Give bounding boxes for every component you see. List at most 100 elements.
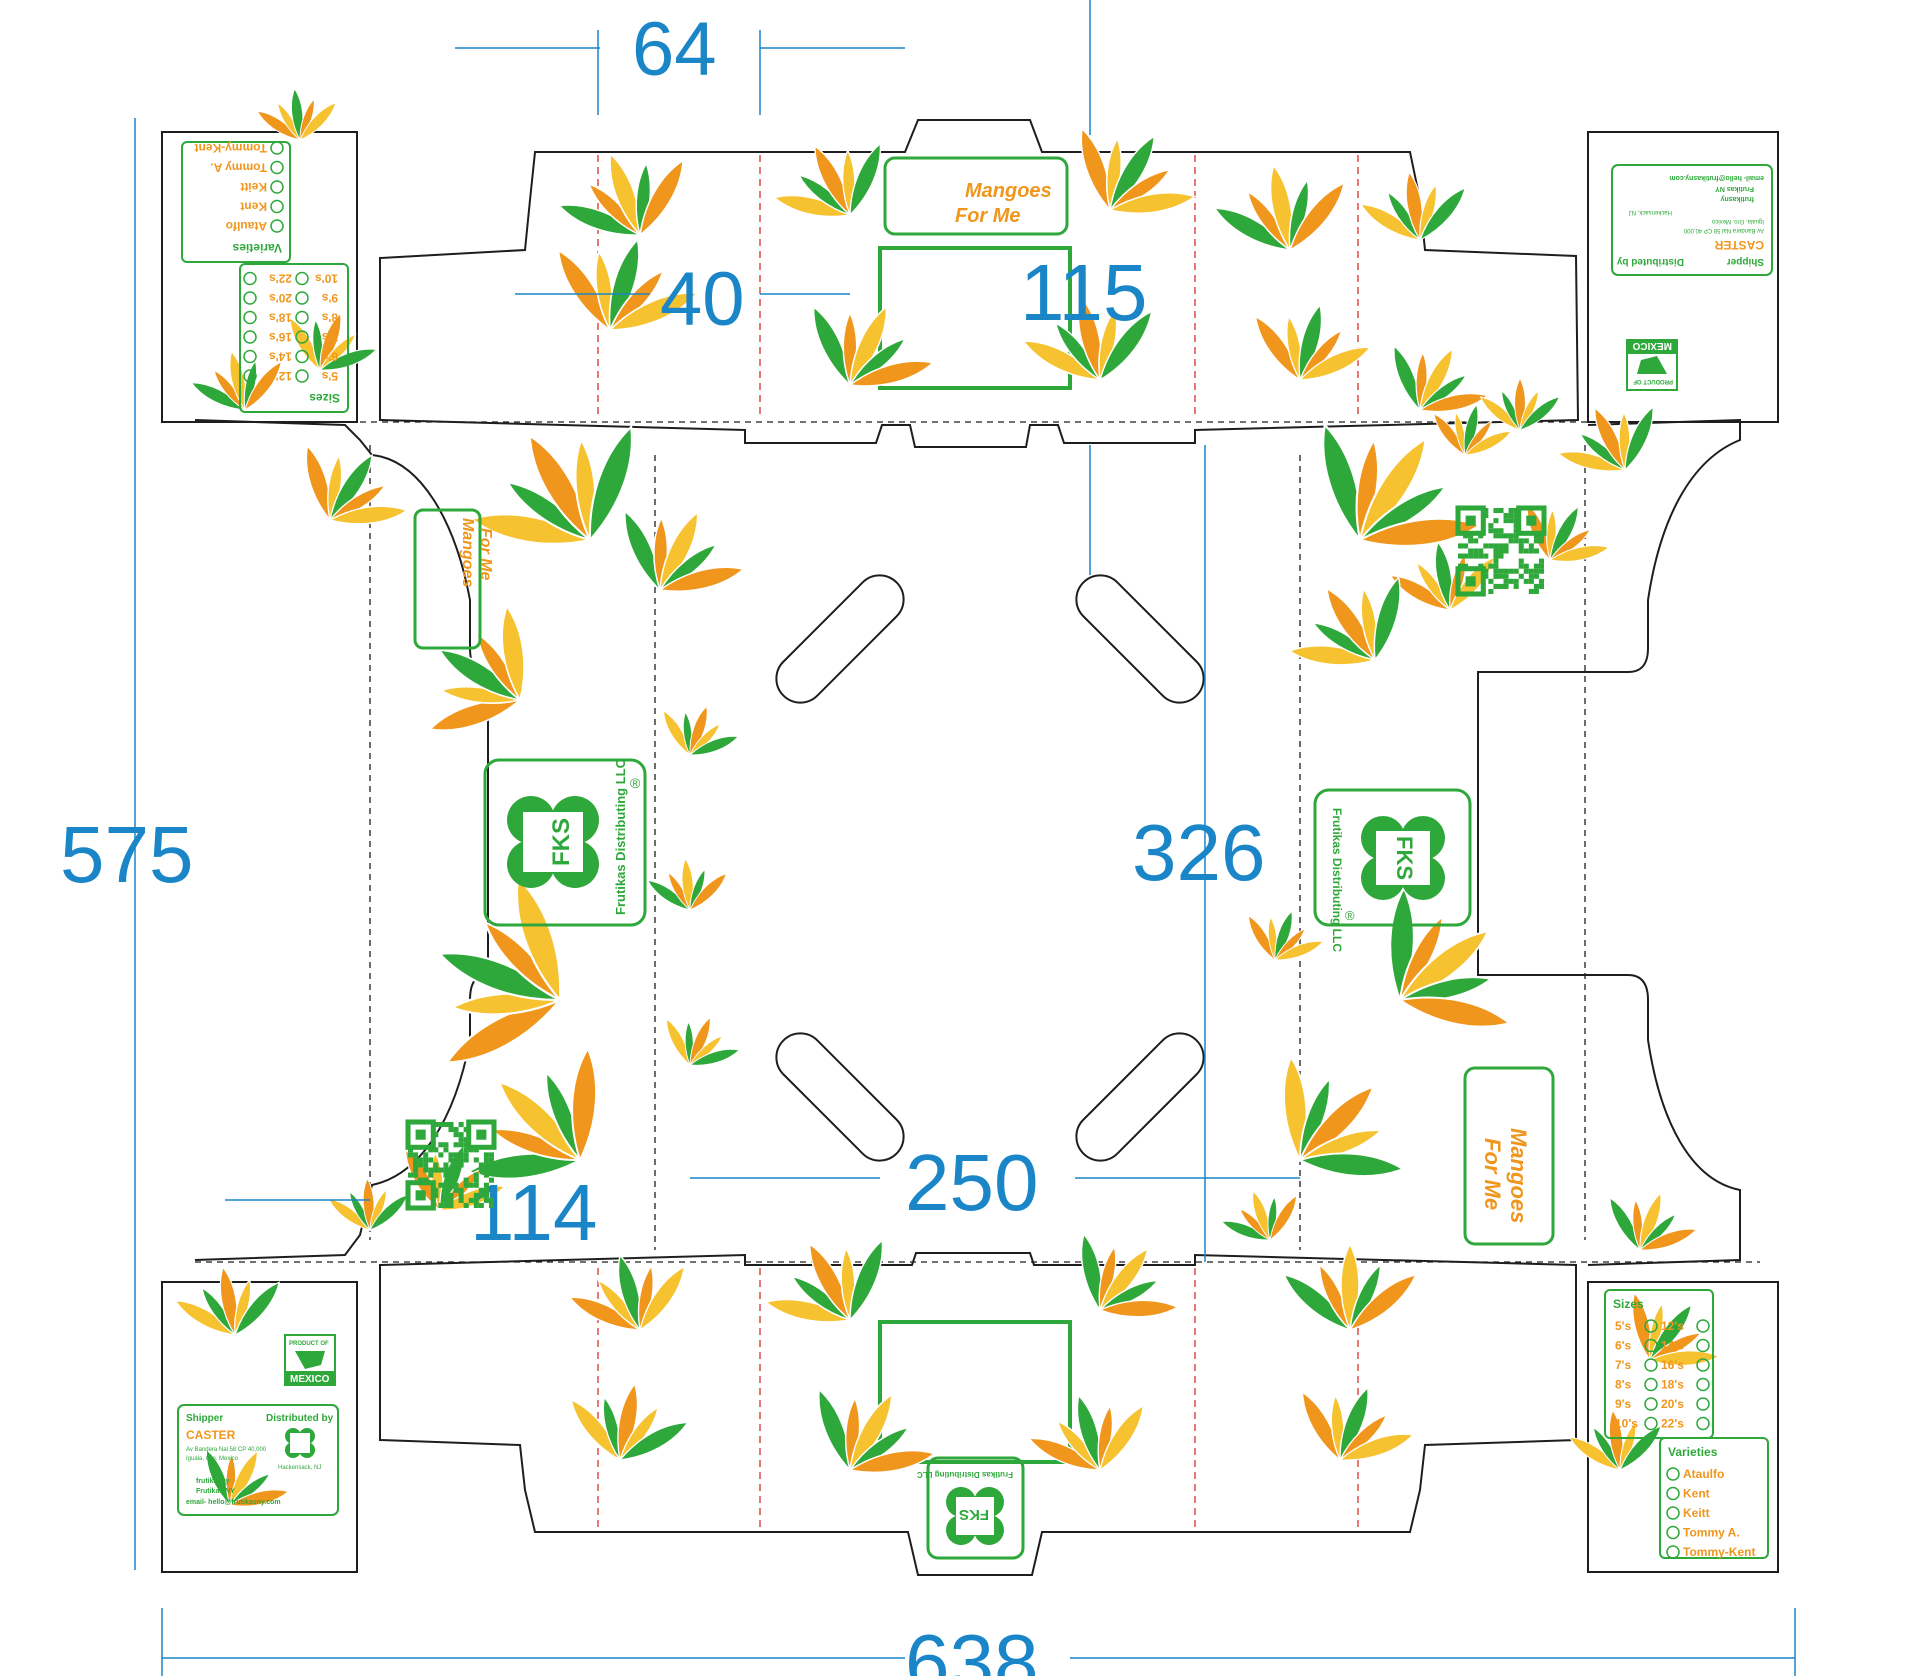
- variety-label: Kent: [240, 200, 267, 214]
- product-of-mexico-badge-bottom: PRODUCT OF MEXICO: [284, 1334, 336, 1386]
- mangoes-right-line1: Mangoes: [1506, 1128, 1531, 1223]
- shipper-panel-top: Shipper Distributed by CASTER Av Bandera…: [1611, 164, 1773, 276]
- leaf-cluster-icon: [555, 150, 692, 245]
- leaf-cluster-icon: [804, 302, 937, 395]
- qr-code-icon-left: [405, 1119, 497, 1211]
- varieties-frame: [181, 141, 291, 263]
- registered-mark-left: ®: [630, 775, 641, 791]
- mexico-map-icon: [295, 1351, 325, 1369]
- shipper-panel-bottom: Shipper Distributed by CASTER Av Bandera…: [177, 1404, 339, 1516]
- size-checkbox: [1644, 1358, 1658, 1372]
- leaf-cluster-icon: [433, 872, 574, 1076]
- distributed-heading-top: Distributed by: [1616, 256, 1684, 267]
- dimension-flap-depth-top: 115: [1020, 248, 1148, 337]
- dimension-flap-depth-bottom: 114: [470, 1168, 598, 1257]
- distributed-city: Hackensack, NJ: [278, 1465, 321, 1471]
- leaf-cluster-icon: [1072, 125, 1198, 220]
- size-checkbox: [295, 291, 309, 305]
- mangoes-left-line1: Mangoes: [459, 518, 476, 587]
- registered-mark-right: ®: [1345, 908, 1355, 923]
- leaf-cluster-icon: [253, 87, 341, 145]
- shipper-name-top: CASTER: [1714, 238, 1764, 252]
- fks-logo-text-right: FKS: [1392, 836, 1417, 880]
- hand-hole-bottom-left: [775, 1032, 905, 1162]
- variety-checkbox: [1666, 1486, 1680, 1501]
- fks-logo-left: FKS Frutikas Distributing LLC ®: [483, 758, 647, 927]
- size-checkbox: [243, 369, 257, 383]
- size-label: 8's: [1615, 1378, 1632, 1392]
- fks-logo-bottom: FKS Frutikas Distributing LLC: [917, 1456, 1025, 1560]
- mangoes-right-line2: For Me: [1480, 1138, 1505, 1210]
- leaf-cluster-icon: [298, 442, 409, 529]
- distributed-city-top: Hackensack, NJ: [1629, 209, 1672, 215]
- leaf-cluster-icon: [1248, 302, 1375, 389]
- mangoes-label-left: Mangoes For Me: [413, 508, 494, 650]
- right-body-outline: [1477, 418, 1741, 1266]
- size-label: 14's: [1661, 1339, 1684, 1353]
- size-label: 10's: [315, 272, 338, 286]
- size-label: 22's: [269, 272, 292, 286]
- variety-checkbox: [1666, 1506, 1680, 1520]
- shipper-address1-top: Av Bandera Nal 58 CP 40,000: [1683, 227, 1764, 233]
- size-label: 16's: [1661, 1358, 1684, 1372]
- window-bottom: [878, 1320, 1072, 1464]
- hand-hole-top-right: [1075, 574, 1205, 704]
- corner-flap-bottom-right: [1587, 1281, 1779, 1573]
- leaf-cluster-icon: [564, 1381, 693, 1468]
- corner-flap-top-left: [161, 131, 358, 423]
- size-label: 12's: [1661, 1319, 1684, 1333]
- fold-lines: [195, 155, 1760, 1528]
- mangoes-text-line2: For Me: [955, 205, 1021, 227]
- dimension-overall-height: 575: [60, 810, 193, 899]
- hand-hole-top-left: [775, 574, 905, 704]
- size-checkbox: [1644, 1338, 1658, 1353]
- size-checkbox: [1696, 1416, 1710, 1431]
- mexico-text: MEXICO: [290, 1374, 330, 1385]
- product-of-text: PRODUCT OF: [289, 1341, 329, 1347]
- size-label: 18's: [269, 311, 292, 325]
- variety-label: Tommy A.: [1683, 1526, 1740, 1540]
- leaf-cluster-icon: [1279, 1055, 1405, 1181]
- leaf-cluster-icon: [426, 604, 531, 740]
- distributor-text-left: Frutikas Distributing LLC: [613, 758, 628, 915]
- size-checkbox: [1644, 1319, 1658, 1333]
- social-2-top: Frutikas NY: [1715, 185, 1754, 192]
- fks-logo-right: FKS Frutikas Distributing LLC ®: [1313, 788, 1472, 952]
- size-checkbox: [295, 271, 309, 286]
- social-1-top: frutikasny: [1720, 195, 1754, 202]
- leaf-cluster-icon: [1555, 403, 1661, 478]
- size-label: 6's: [1615, 1339, 1632, 1353]
- size-checkbox: [243, 310, 257, 325]
- size-label: 20's: [1661, 1397, 1684, 1411]
- variety-label: Tommy-Kent: [1683, 1545, 1755, 1559]
- size-label: 6's: [321, 350, 338, 364]
- leaf-cluster-icon: [1294, 1384, 1417, 1469]
- varieties-heading: Varieties: [1668, 1445, 1718, 1459]
- size-checkbox: [1644, 1377, 1658, 1392]
- fks-clover-icon: [507, 796, 599, 888]
- size-checkbox: [1644, 1416, 1658, 1431]
- dimension-tab-width: 64: [632, 7, 717, 92]
- size-checkbox: [243, 271, 257, 286]
- leaf-cluster-icon: [171, 1265, 286, 1342]
- varieties-frame: [1659, 1437, 1769, 1559]
- size-label: 20's: [269, 291, 292, 305]
- leaf-cluster-icon: [1287, 574, 1409, 670]
- variety-label: Ataulfo: [226, 219, 267, 233]
- sizes-panel-top: Sizes5's12's6's14's7's16's8's18's9's20's…: [239, 263, 349, 413]
- bottom-band-outline: [379, 1252, 1577, 1576]
- mangoes-label-top: Mangoes For Me: [883, 156, 1069, 236]
- size-label: 7's: [1615, 1358, 1632, 1372]
- mangoes-label-right: Mangoes For Me: [1463, 1066, 1555, 1246]
- size-label: 8's: [321, 311, 338, 325]
- leaf-cluster-icon: [658, 704, 741, 761]
- size-checkbox: [243, 330, 257, 344]
- dimension-lines: [134, 0, 1796, 1676]
- dimension-inner-gap: 40: [660, 257, 745, 342]
- distributor-text-bottom: Frutikas Distributing LLC: [917, 1470, 1013, 1479]
- variety-checkbox: [270, 219, 284, 233]
- variety-label: Kent: [1683, 1487, 1710, 1501]
